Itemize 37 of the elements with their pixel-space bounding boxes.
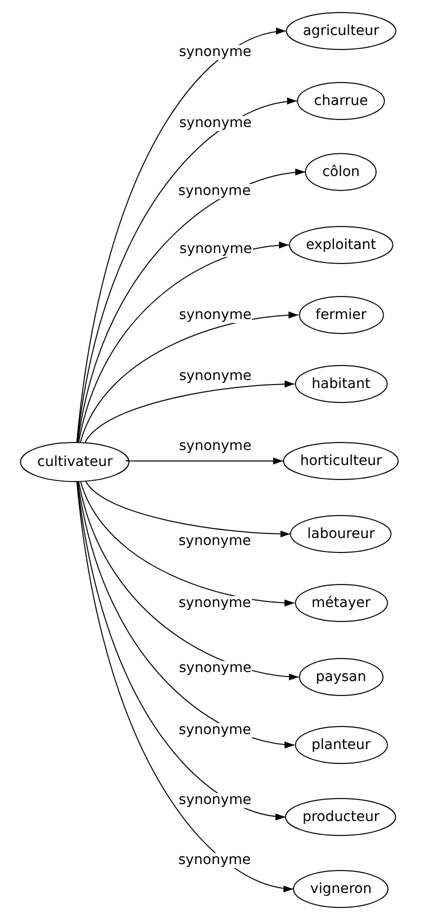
arrow xyxy=(78,481,300,680)
arrow xyxy=(76,482,294,892)
node-label: exploitant xyxy=(304,237,378,253)
arrow xyxy=(126,458,284,464)
node-label: côlon xyxy=(321,164,361,180)
arrow xyxy=(80,481,295,606)
arrow xyxy=(85,481,291,538)
edge-label: synonyme xyxy=(177,184,252,199)
arrow xyxy=(76,98,298,443)
node-label: horticulteur xyxy=(299,453,383,469)
arrow xyxy=(77,169,306,443)
arrow xyxy=(76,481,286,820)
node-label: vigneron xyxy=(309,881,373,897)
edge-label: synonyme xyxy=(178,596,252,611)
edge-label: synonyme xyxy=(178,660,252,676)
node-label: métayer xyxy=(310,595,372,611)
edge-label: synonyme xyxy=(178,369,253,384)
arrow xyxy=(84,380,296,443)
node-label: agriculteur xyxy=(302,23,380,39)
arrow xyxy=(77,481,296,748)
node-label: paysan xyxy=(314,669,368,685)
node-label: producteur xyxy=(301,809,381,825)
edge-label: synonyme xyxy=(178,439,252,454)
arrow xyxy=(78,242,290,443)
node-label: charrue xyxy=(313,93,369,109)
edge-label: synonyme xyxy=(178,793,252,808)
edge-label: synonyme xyxy=(178,723,252,738)
edge-label: synonyme xyxy=(178,45,252,60)
node-label: fermier xyxy=(314,307,368,323)
node-label: laboureur xyxy=(306,526,376,542)
arrow xyxy=(76,28,286,442)
edge-label: synonyme xyxy=(178,116,253,131)
arrow xyxy=(80,312,300,443)
node-label: cultivateur xyxy=(36,454,114,470)
node-label: habitant xyxy=(310,376,372,392)
node-label: planteur xyxy=(310,737,372,753)
edge-label: synonyme xyxy=(177,853,252,868)
